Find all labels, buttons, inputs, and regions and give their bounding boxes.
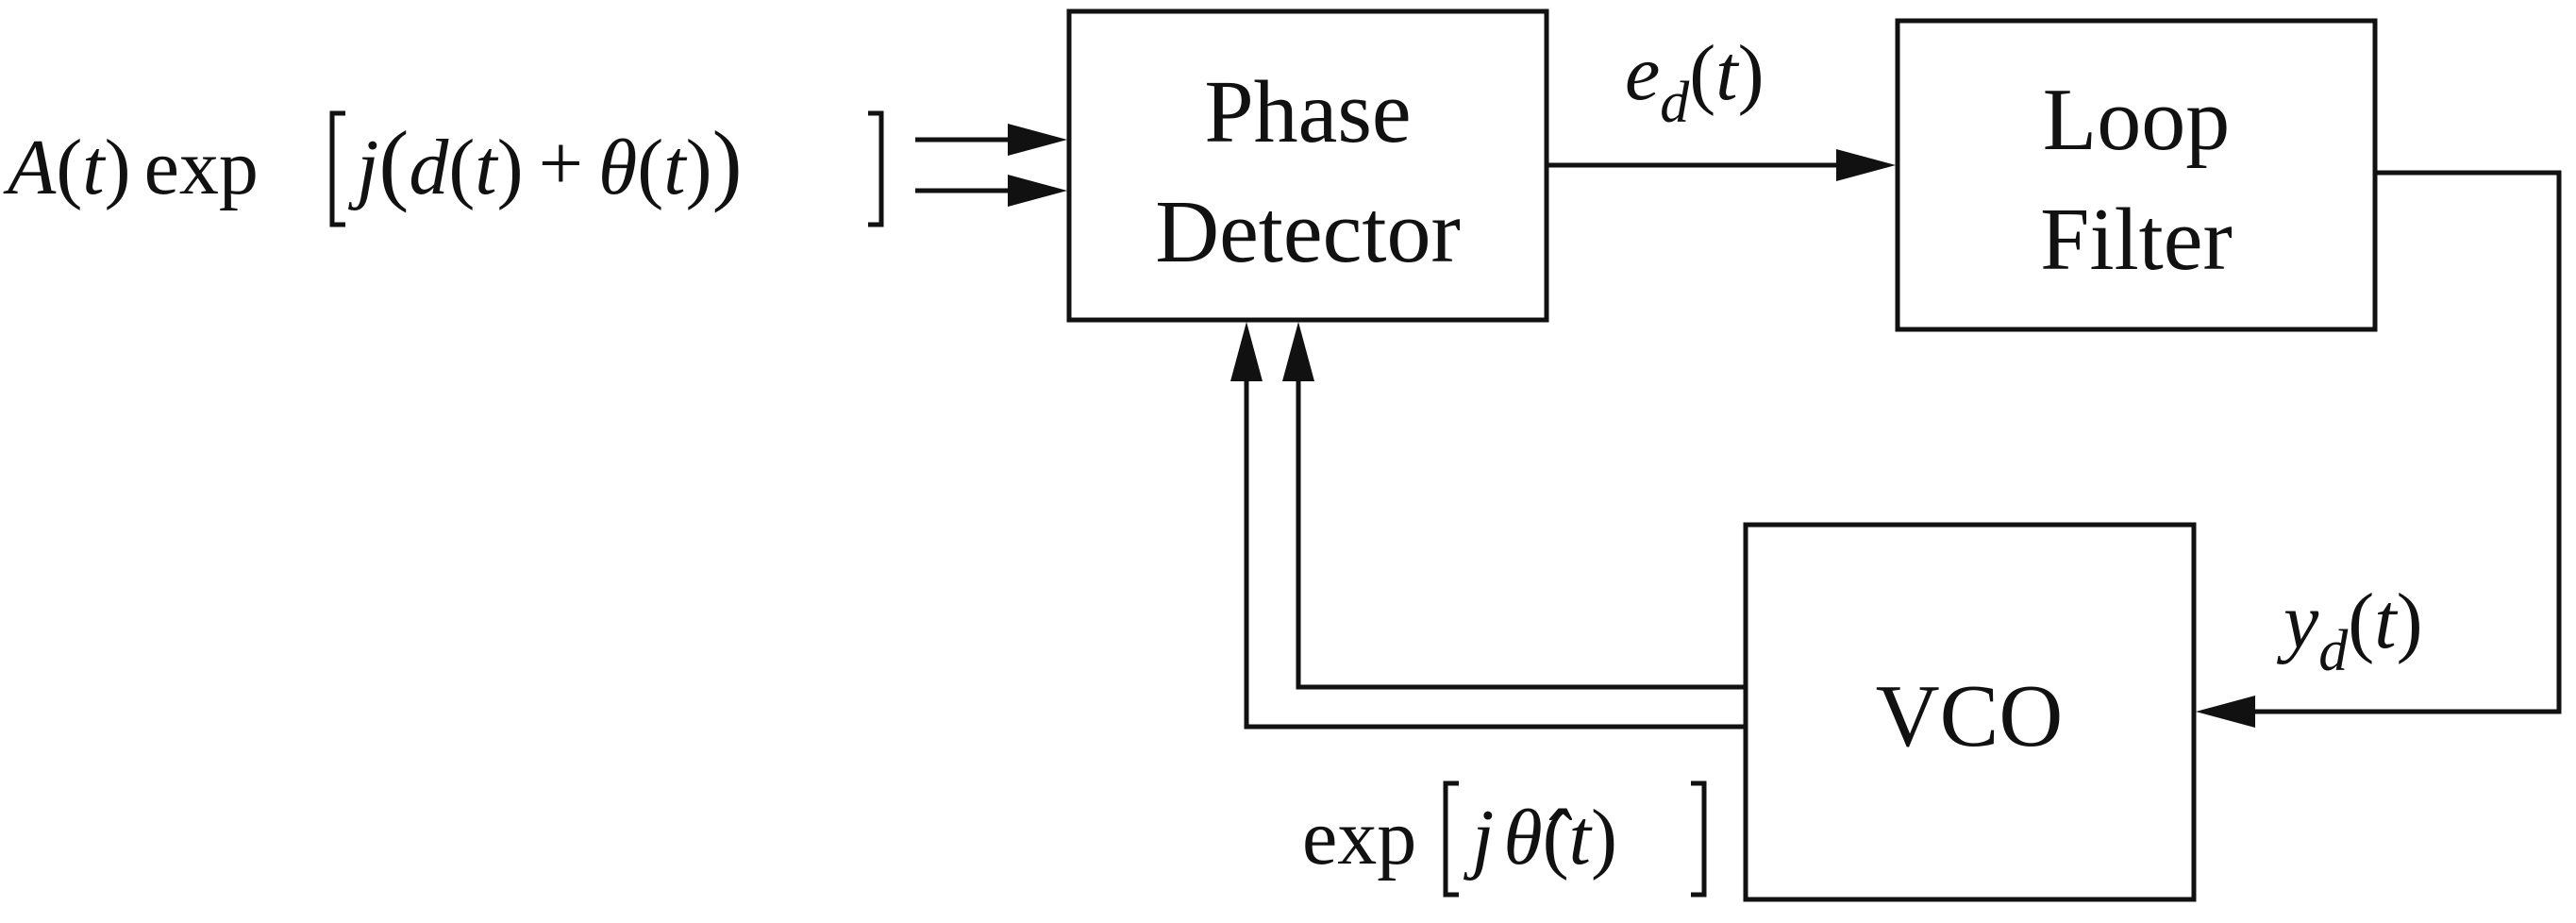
- input-right-bracket: [868, 110, 884, 227]
- feedback-left-bracket: [1443, 780, 1459, 898]
- loop-filter-block: Loop Filter: [1895, 18, 2378, 332]
- input-arrow-lower-head: [1008, 175, 1067, 207]
- feedback-right-bracket: [1691, 780, 1707, 898]
- input-left-bracket: [329, 110, 345, 227]
- error-signal-arrow: [1547, 149, 1896, 181]
- feedback-arrows: [1230, 322, 1746, 730]
- input-signal-label: A(t)exp j(d(t)+θ(t)): [3, 110, 884, 227]
- phase-detector-block: Phase Detector: [1066, 8, 1549, 323]
- feedback-outer-head: [1282, 322, 1314, 381]
- feedback-signal-exp: exp: [1302, 794, 1416, 881]
- error-signal-text: ed(t): [1625, 29, 1765, 135]
- error-signal-label: ed(t): [1625, 29, 1765, 135]
- phase-detector-label-line1: Phase: [1204, 63, 1411, 161]
- vco-label: VCO: [1876, 667, 2063, 765]
- input-signal-inner: j(d(t)+θ(t)): [348, 112, 743, 213]
- feedback-outer-line: [1296, 368, 1746, 690]
- phase-detector-label-line2: Detector: [1155, 183, 1461, 281]
- input-arrows: [915, 124, 1067, 207]
- vco-block: VCO: [1743, 522, 2197, 902]
- loop-filter-label-line2: Filter: [2040, 191, 2233, 289]
- input-arrow-upper-head: [1008, 124, 1067, 156]
- control-signal-arrow: [2196, 170, 2562, 728]
- loop-filter-label-line1: Loop: [2043, 71, 2230, 169]
- control-signal-label: yd(t): [2276, 578, 2423, 683]
- input-signal-text: A(t)exp: [3, 124, 259, 211]
- control-signal-text: yd(t): [2276, 578, 2423, 683]
- feedback-inner-head: [1230, 322, 1263, 381]
- feedback-inner-line: [1244, 368, 1746, 730]
